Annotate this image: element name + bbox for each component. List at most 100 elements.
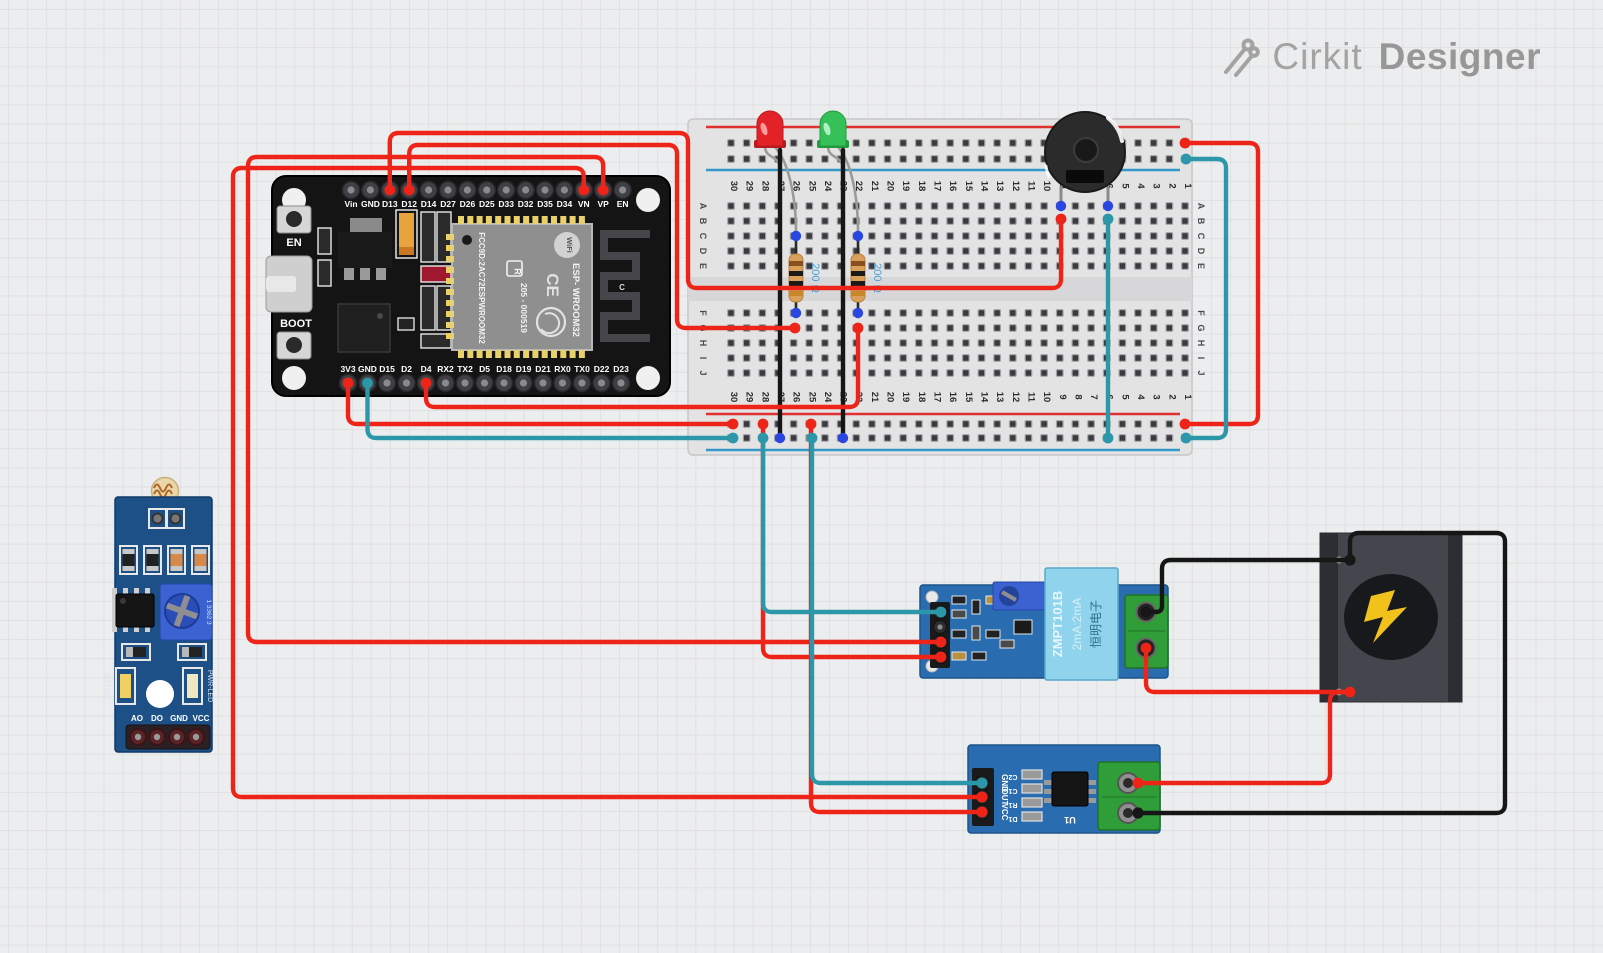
wire-vn-acs-out[interactable] [230,165,985,800]
zmpt-ratio-text: 2mA:2mA [1070,598,1084,651]
column-number: 19 [900,392,911,403]
row-letter: J [1196,370,1206,375]
row-letter: D [1196,248,1206,255]
column-number: 5 [1119,183,1130,189]
wire-vp-zmpt-out[interactable] [245,154,944,645]
antenna-trace [600,230,650,342]
esp32-pin-label: GND [361,199,380,209]
wire-rail-zmpt-vcc[interactable] [760,421,944,660]
wire-rail-acs-gnd[interactable] [809,435,985,786]
esp32-devkit-board[interactable]: Vin3V3GNDGNDD13D15D12D2D14D4D27RX2D26TX2… [265,175,671,397]
column-number: 7 [1088,394,1099,399]
wire-rail-zmpt-gnd[interactable] [760,435,944,615]
esp32-pin-label: EN [617,199,629,209]
wire-acs-terminal-psu[interactable] [1135,689,1353,786]
wire-d12-red-led[interactable] [407,142,798,331]
zmpt-transformer [1044,567,1119,681]
column-number: 16 [947,392,958,403]
row-letter: F [698,310,708,316]
column-number: 16 [947,181,958,192]
acs-part-label: D1 [1008,815,1017,822]
column-number: 24 [822,181,833,192]
esp32-pin-label: D34 [557,199,573,209]
wire-gnd-rail[interactable] [365,380,736,441]
red-led[interactable] [756,110,784,147]
logo-icon [1224,38,1261,77]
row-letter: I [698,357,708,360]
ce-mark: CE [543,273,562,297]
esp32-pin-label: D33 [498,199,514,209]
esp32-pin-label: D32 [518,199,534,209]
column-number: 13 [994,181,1005,192]
column-number: 14 [978,392,989,403]
column-number: 30 [728,181,739,192]
column-number: 5 [1119,394,1130,400]
wire-psu-to-acs[interactable] [1135,530,1508,816]
esp32-pin-label: D19 [516,364,532,374]
column-number: 25 [806,181,817,192]
column-number: 28 [759,392,770,403]
column-number: 4 [1135,183,1146,189]
esp32-pin-label: D18 [496,364,512,374]
column-number: 15 [963,392,974,403]
esp32-pin-label: D15 [379,364,395,374]
row-letter: E [698,263,708,269]
row-letter: B [1196,218,1206,225]
module-name-text: ESP- WROOM32 [570,263,581,337]
column-number: 14 [978,181,989,192]
esp32-pin-label: D26 [460,199,476,209]
esp32-pin-label: VP [598,199,610,209]
green-led[interactable] [819,110,847,147]
wires[interactable] [230,130,1508,816]
row-letter: B [698,218,708,225]
wire-d4-green-led[interactable] [423,325,861,410]
row-letter: H [1196,340,1206,347]
column-number: 29 [744,181,755,192]
wire-rail-link-blue[interactable] [1183,156,1229,441]
module-fcc-text: FCC9D:2AC72ESPWROOM32 [477,232,486,344]
acs-pin-label: OUT [1000,789,1009,806]
esp32-pin-label: RX0 [554,364,571,374]
c-label: C [619,283,625,292]
ac-power-source[interactable] [1319,532,1463,703]
column-number: 18 [916,392,927,403]
esp32-pin-label: Vin [344,199,357,209]
column-number: 21 [869,392,880,403]
wire-d13-buzzer[interactable] [387,130,1064,291]
esp32-pin-label: D13 [382,199,398,209]
esp32-pin-label: 3V3 [340,364,355,374]
logo-brand-text: Cirkit [1272,36,1363,77]
column-number: 28 [759,181,770,192]
wire-rail-acs-vcc[interactable] [808,421,985,815]
boot-label: BOOT [280,318,312,330]
acs-part-label: C1 [1008,787,1017,794]
module-r-mark: R [513,268,523,275]
logo-suffix-text: Designer [1378,36,1541,77]
resistor-value-label: 200 Ω [871,263,883,293]
en-label: EN [286,237,301,249]
column-number: 18 [916,181,927,192]
do-led-label: DO-LED [105,673,112,699]
column-number: 10 [1041,392,1052,403]
pot-marking: 1 3362 3 [205,599,212,625]
wire-3v3-rail[interactable] [345,380,736,427]
wire-rail-link-red[interactable] [1182,140,1261,427]
wire-psu-to-zmpt[interactable] [1147,557,1353,615]
esp32-pin-label: D2 [401,364,412,374]
acs-ic-label: U1 [1064,815,1076,825]
column-number: 25 [806,392,817,403]
column-number: 11 [1025,392,1036,403]
wire-zmpt-terminal-psu[interactable] [1143,645,1353,695]
esp32-pin-label: D21 [535,364,551,374]
row-letter: J [698,370,708,375]
column-number: 12 [1010,392,1021,403]
column-number: 17 [932,181,943,192]
column-number: 11 [1025,181,1036,192]
column-number: 21 [869,181,880,192]
esp32-pin-label: D5 [479,364,490,374]
row-letter: I [1196,357,1206,360]
